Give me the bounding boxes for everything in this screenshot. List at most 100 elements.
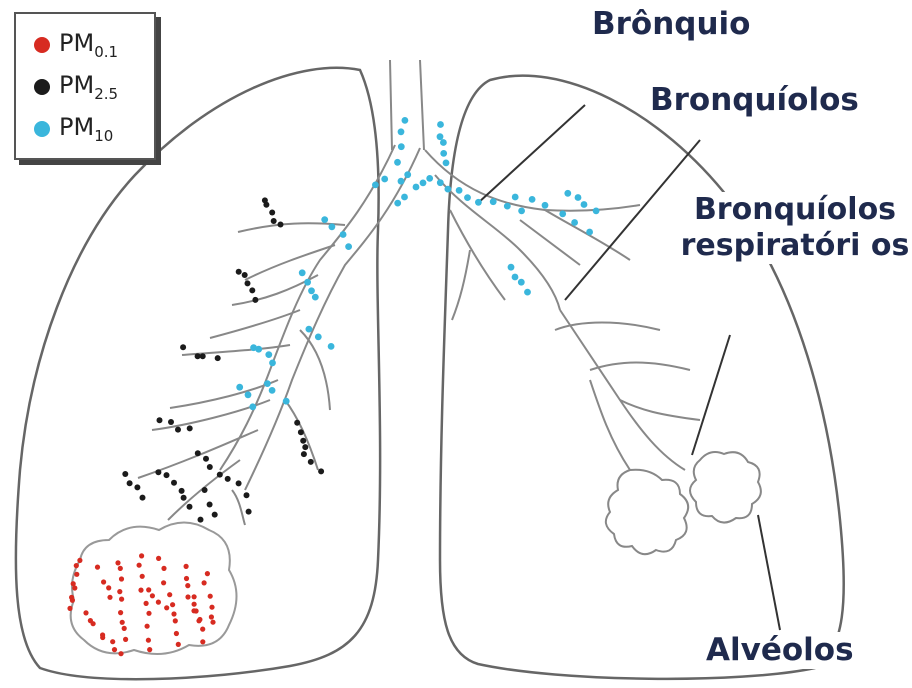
particle-dot bbox=[140, 495, 146, 501]
particle-dot bbox=[518, 279, 525, 286]
particle-dot bbox=[70, 598, 75, 603]
particle-dot bbox=[249, 287, 255, 293]
particle-dot bbox=[564, 190, 571, 197]
particle-dot bbox=[508, 264, 515, 271]
label-bronquiolos-respiratorios: Bronquíolos respiratóri os bbox=[680, 192, 910, 264]
particle-dot bbox=[398, 178, 405, 185]
particle-dot bbox=[215, 355, 221, 361]
particle-dot bbox=[420, 180, 427, 187]
particle-dot bbox=[529, 196, 536, 203]
particle-dot bbox=[246, 509, 252, 515]
particle-dot bbox=[112, 647, 117, 652]
particle-dot bbox=[184, 576, 189, 581]
particle-dot bbox=[294, 420, 300, 426]
particle-dot bbox=[187, 504, 193, 510]
particle-dot bbox=[255, 346, 262, 353]
particle-dot bbox=[242, 272, 248, 278]
particle-dot bbox=[437, 179, 444, 186]
particle-dot bbox=[299, 269, 306, 276]
particle-dot bbox=[315, 334, 322, 341]
particle-dot bbox=[207, 464, 213, 470]
particle-dot bbox=[269, 387, 276, 394]
particle-dot bbox=[512, 274, 519, 281]
particle-dot bbox=[559, 211, 566, 218]
particle-dot bbox=[318, 468, 324, 474]
particle-dot bbox=[245, 391, 252, 398]
trachea bbox=[390, 60, 424, 150]
particle-dot bbox=[194, 608, 199, 613]
particle-dot bbox=[208, 594, 213, 599]
particle-dot bbox=[140, 574, 145, 579]
particle-dot bbox=[146, 638, 151, 643]
particle-dot bbox=[181, 495, 187, 501]
particle-dot bbox=[119, 597, 124, 602]
particle-dot bbox=[236, 480, 242, 486]
particle-dot bbox=[398, 143, 405, 150]
particle-dot bbox=[304, 279, 311, 286]
particle-dot bbox=[340, 231, 347, 238]
label-pointer-lines bbox=[478, 105, 780, 630]
particle-dot bbox=[72, 585, 77, 590]
particle-dot bbox=[321, 216, 328, 223]
particle-dot bbox=[440, 139, 447, 146]
particle-dot bbox=[127, 480, 133, 486]
particle-dot bbox=[171, 480, 177, 486]
particle-dot bbox=[593, 208, 600, 215]
particle-dot bbox=[209, 614, 214, 619]
particle-dot bbox=[264, 380, 271, 387]
particle-dot bbox=[179, 488, 185, 494]
blue-dot-icon bbox=[34, 121, 50, 137]
particle-dot bbox=[120, 620, 125, 625]
particle-dot bbox=[117, 589, 122, 594]
legend-label: PM10 bbox=[59, 113, 113, 145]
particle-dot bbox=[210, 620, 215, 625]
particle-dot bbox=[236, 269, 242, 275]
particle-dot bbox=[77, 558, 82, 563]
particle-dot bbox=[437, 121, 444, 128]
label-bronquiolos: Bronquíolos bbox=[650, 82, 865, 119]
particle-dot bbox=[401, 194, 408, 201]
particle-dot bbox=[106, 585, 111, 590]
particle-dot bbox=[174, 631, 179, 636]
particle-dot bbox=[328, 343, 335, 350]
particle-dot bbox=[437, 133, 444, 140]
particle-dot bbox=[202, 487, 208, 493]
particle-dot bbox=[167, 592, 172, 597]
particle-dot bbox=[171, 611, 176, 616]
particle-dot bbox=[147, 647, 152, 652]
particle-dot bbox=[107, 595, 112, 600]
particle-dot bbox=[139, 553, 144, 558]
particle-dot bbox=[207, 502, 213, 508]
particle-dot bbox=[157, 417, 163, 423]
particle-dot bbox=[426, 175, 433, 182]
particle-dot bbox=[443, 160, 450, 167]
particle-dot bbox=[581, 201, 588, 208]
particle-dot bbox=[122, 626, 127, 631]
particle-dot bbox=[200, 639, 205, 644]
particle-dot bbox=[456, 187, 463, 194]
black-dot-icon bbox=[34, 79, 50, 95]
particle-dot bbox=[83, 610, 88, 615]
legend-item-pm01: PM0.1 bbox=[34, 24, 154, 66]
particle-dot bbox=[184, 564, 189, 569]
particle-dot bbox=[475, 199, 482, 206]
particle-dot bbox=[542, 202, 549, 209]
particle-dot bbox=[586, 229, 593, 236]
particle-dot bbox=[252, 297, 258, 303]
particle-dot bbox=[187, 425, 193, 431]
particle-dot bbox=[185, 594, 190, 599]
particle-dot bbox=[518, 208, 525, 215]
particle-dot bbox=[404, 171, 411, 178]
particle-dot bbox=[138, 588, 143, 593]
label-bronquio: Brônquio bbox=[592, 6, 750, 43]
particle-dot bbox=[440, 150, 447, 157]
particle-dot bbox=[170, 602, 175, 607]
particle-dot bbox=[134, 484, 140, 490]
particle-dot bbox=[283, 398, 290, 405]
particle-dot bbox=[203, 456, 209, 462]
legend-item-pm25: PM2.5 bbox=[34, 66, 154, 108]
particle-dot bbox=[464, 194, 471, 201]
particle-dot bbox=[146, 611, 151, 616]
particle-dot bbox=[345, 243, 352, 250]
particle-dot bbox=[145, 624, 150, 629]
